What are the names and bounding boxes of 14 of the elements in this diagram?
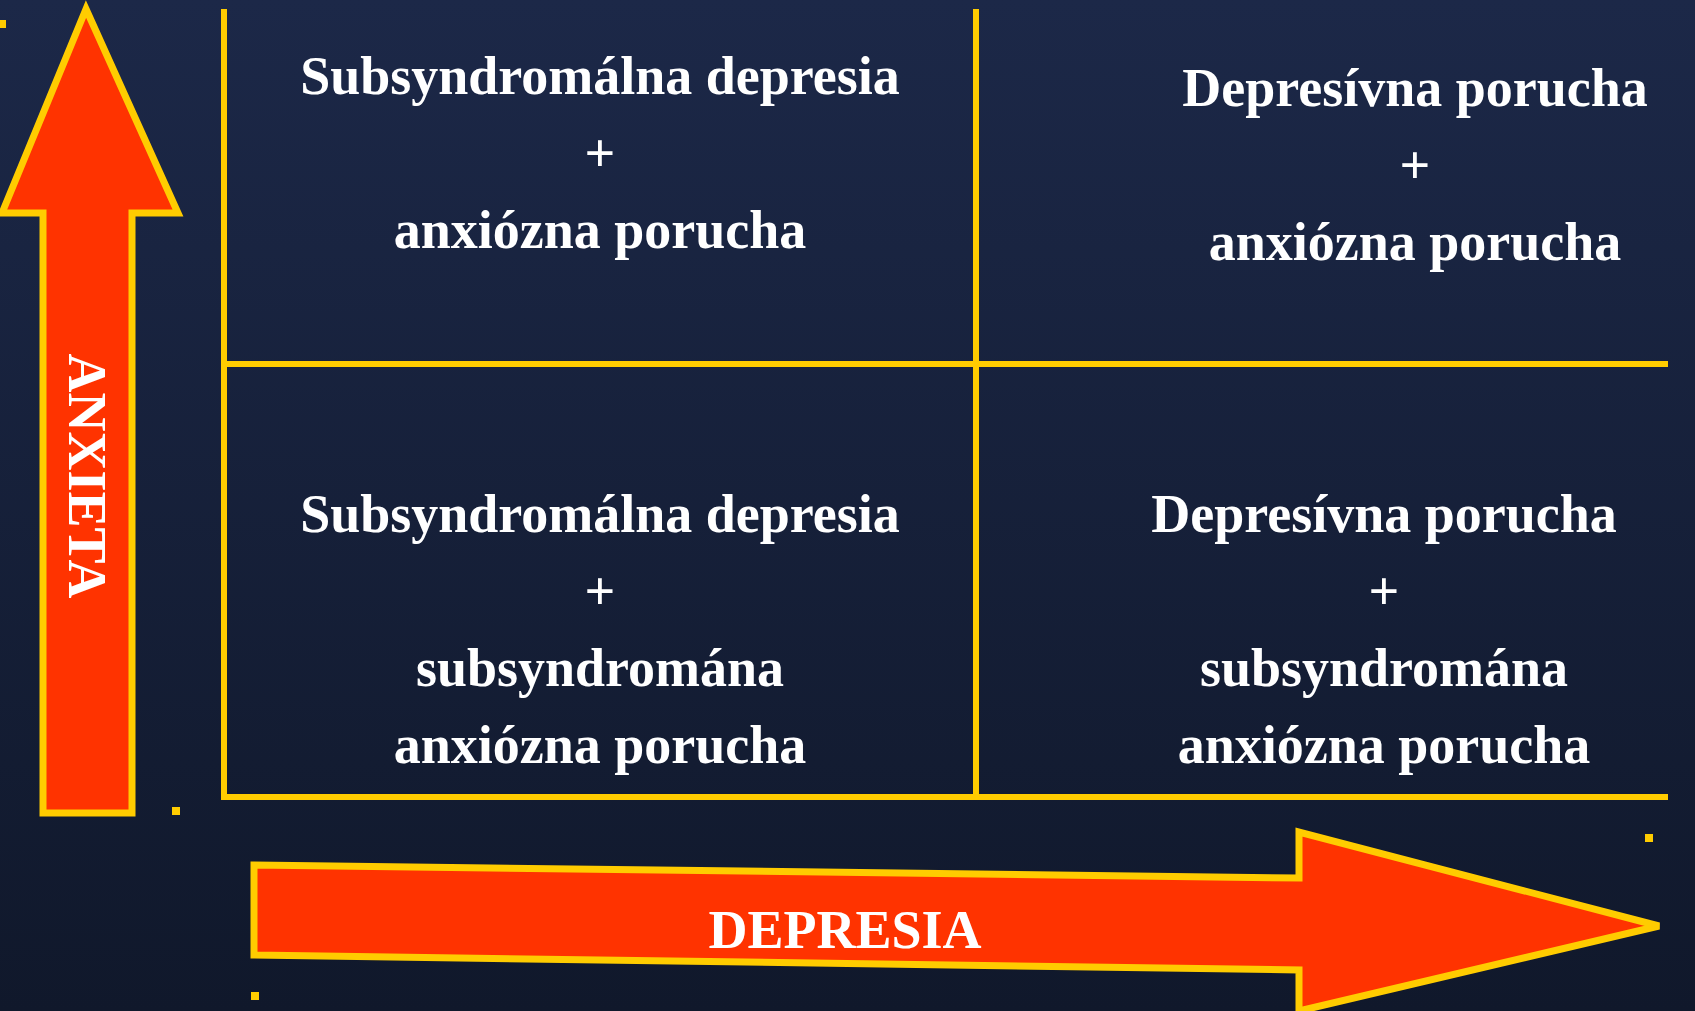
quadrant-text: anxiózna porucha [1208,211,1622,274]
plus-sign: + [584,560,616,623]
quadrant-text: subsyndromána anxiózna porucha [1176,637,1592,777]
quadrant-text: Depresívna porucha [1182,57,1648,120]
axis-label: ANXIETA [57,353,117,599]
quadrant-text: anxiózna porucha [393,199,807,262]
plus-sign: + [1399,134,1431,197]
quadrant-text: Subsyndromálna depresia [300,45,900,108]
axis-label: DEPRESIA [708,900,982,960]
quadrant-text: Depresívna porucha [1151,483,1617,546]
plus-sign: + [1368,560,1400,623]
quadrant-text: Subsyndromálna depresia [300,483,900,546]
plus-sign: + [584,122,616,185]
quadrant-text: subsyndromána anxiózna porucha [392,637,808,777]
